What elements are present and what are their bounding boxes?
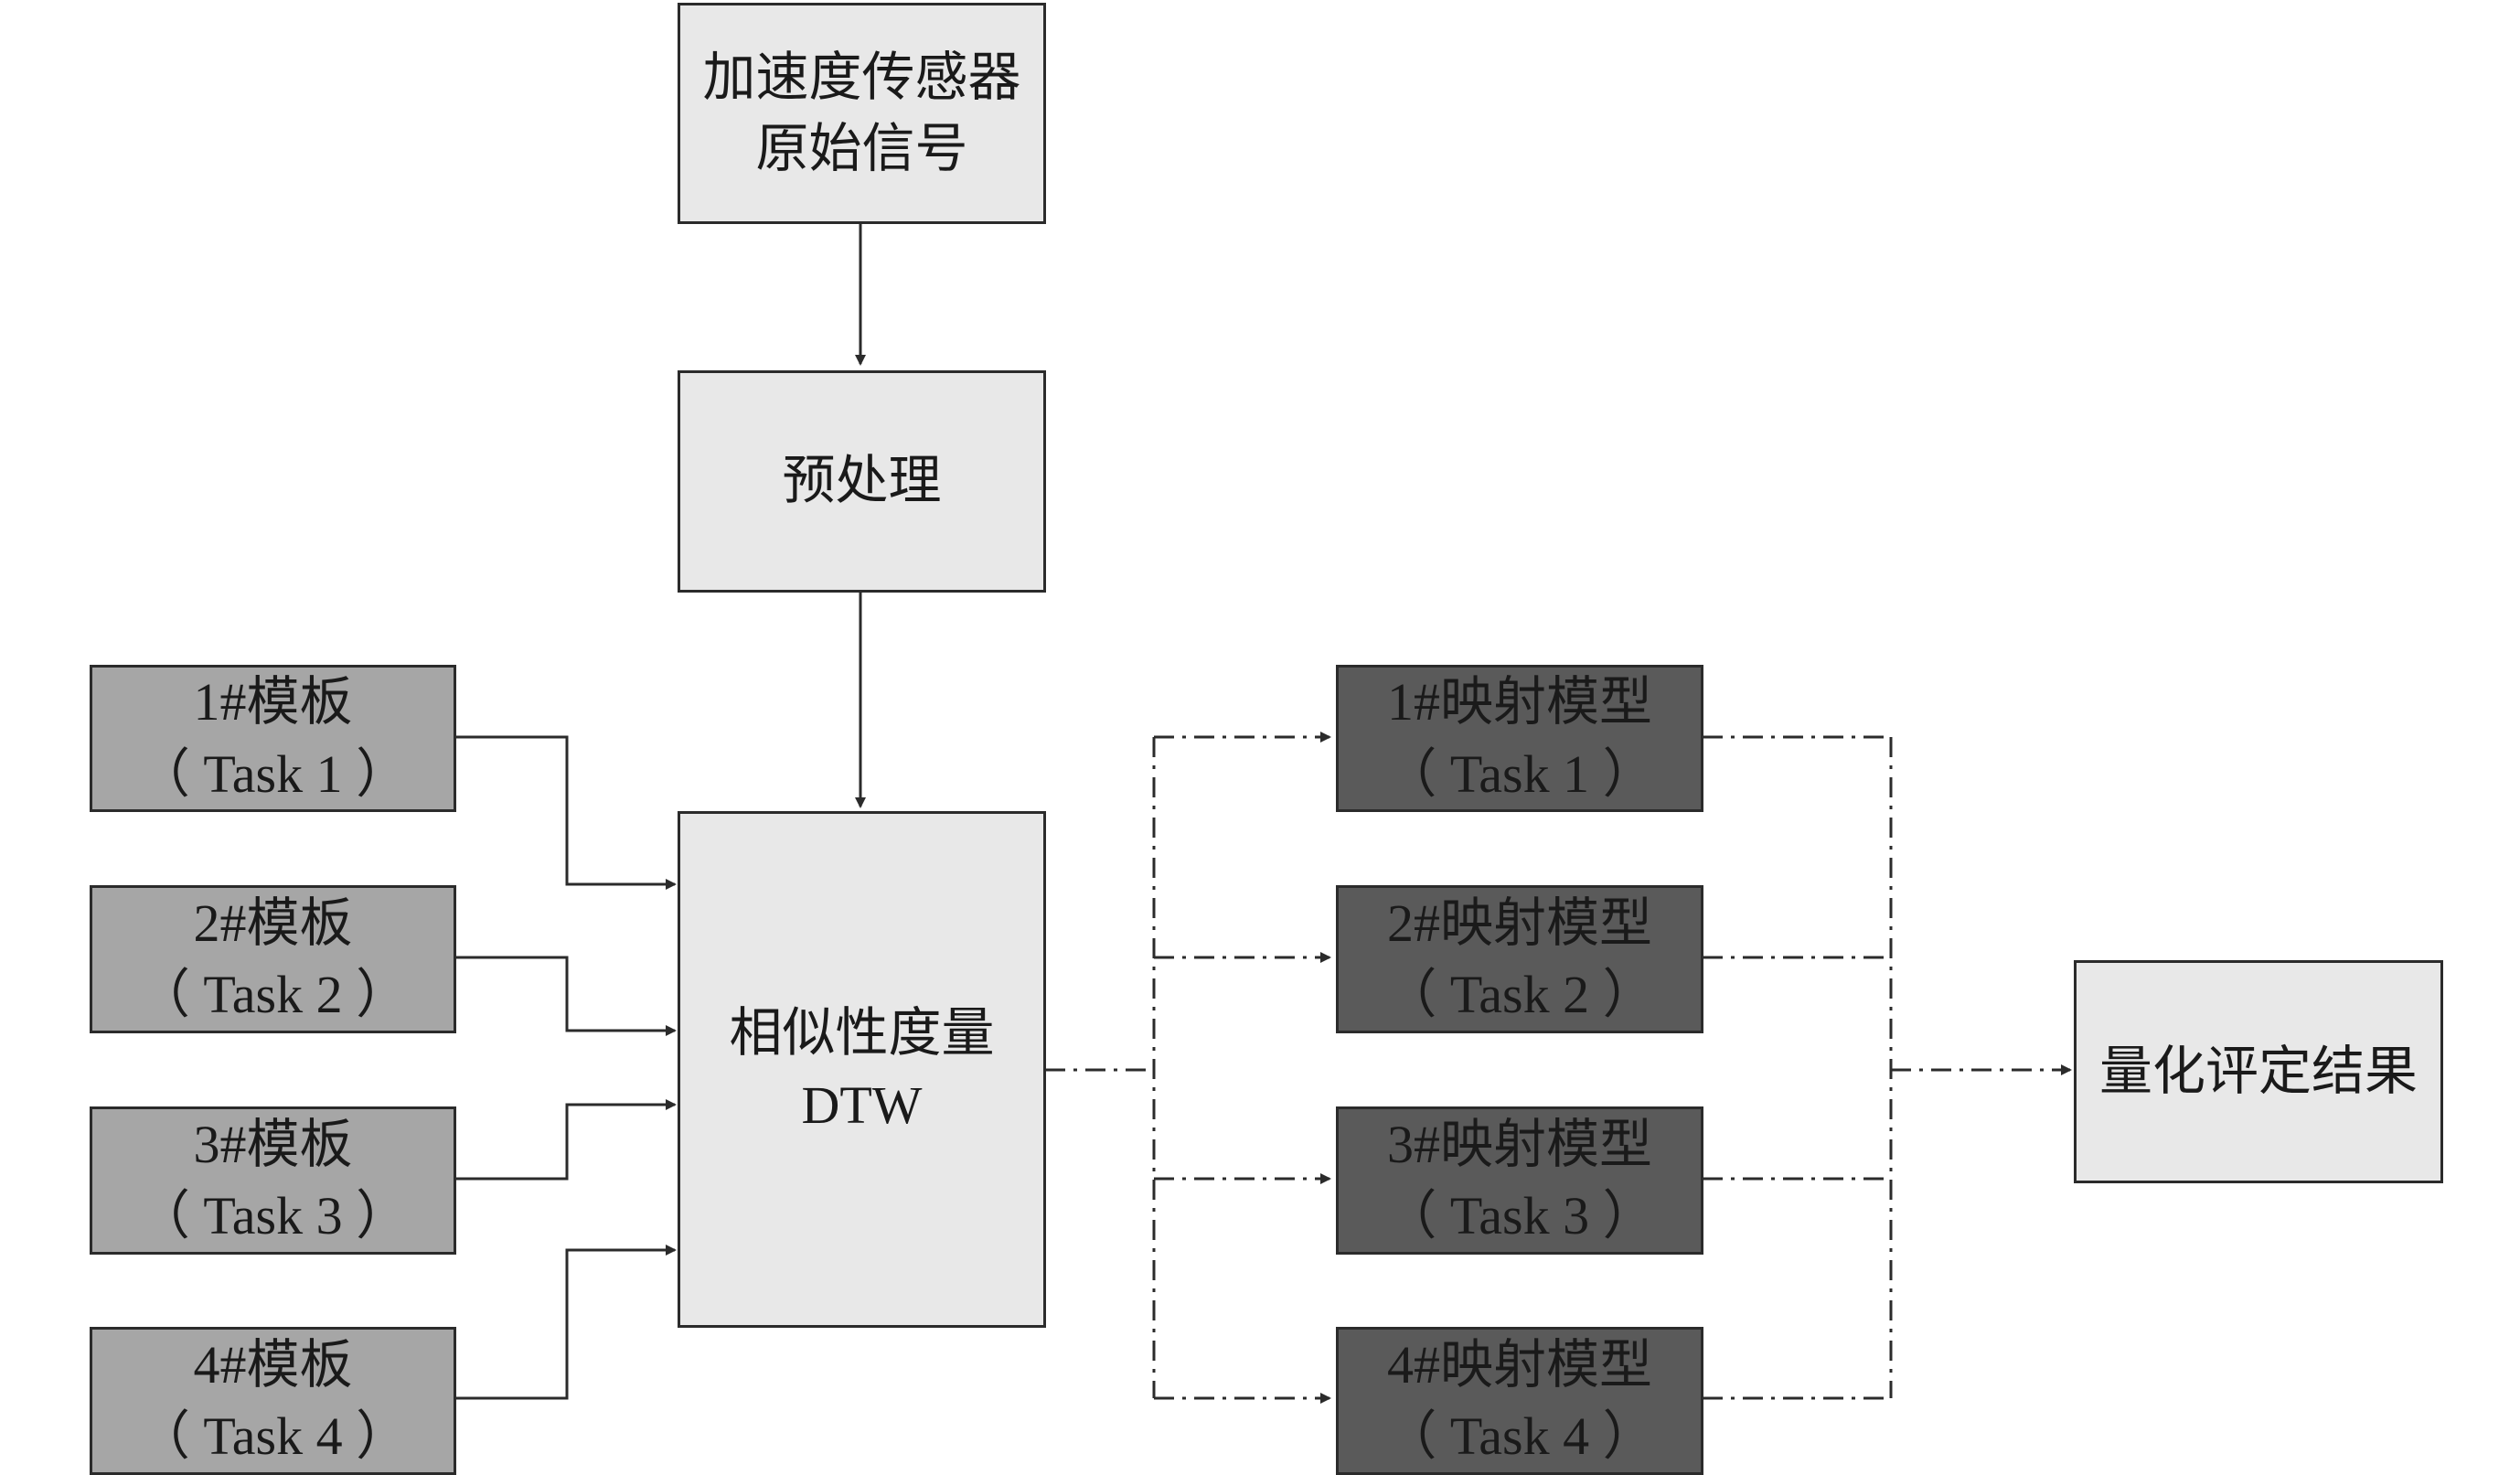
mapping-box-3: 3#映射模型 （ Task 3 ） xyxy=(1336,1106,1703,1255)
source-signal-line2: 原始信号 xyxy=(755,119,968,178)
mapping-2-title: 2#映射模型 xyxy=(1386,892,1652,953)
mapping-box-2: 2#映射模型 （ Task 2 ） xyxy=(1336,885,1703,1033)
template-2-title: 2#模板 xyxy=(193,892,353,953)
mapping-box-1: 1#映射模型 （ Task 1 ） xyxy=(1336,665,1703,812)
mapping-2-task: （ Task 2 ） xyxy=(1383,965,1656,1024)
mapping-1-task: （ Task 1 ） xyxy=(1383,743,1656,804)
mapping-4-task: （ Task 4 ） xyxy=(1383,1406,1656,1466)
similarity-line1: 相似性度量 xyxy=(729,1003,995,1063)
preprocess-label: 预处理 xyxy=(782,451,942,511)
template-1-title: 1#模板 xyxy=(193,672,353,732)
preprocess-box: 预处理 xyxy=(678,370,1046,593)
arrow-template-3 xyxy=(455,1099,677,1181)
template-4-task: （ Task 4 ） xyxy=(136,1406,410,1466)
template-4-title: 4#模板 xyxy=(193,1334,353,1395)
similarity-line2: DTW xyxy=(801,1074,923,1135)
template-3-task: （ Task 3 ） xyxy=(136,1186,410,1245)
arrow-template-2 xyxy=(455,956,677,1036)
arrow-template-4 xyxy=(455,1245,677,1400)
mapping-3-task: （ Task 3 ） xyxy=(1383,1186,1656,1245)
template-box-4: 4#模板 （ Task 4 ） xyxy=(90,1327,456,1475)
template-box-3: 3#模板 （ Task 3 ） xyxy=(90,1106,456,1255)
arrow-template-1 xyxy=(455,735,677,890)
template-1-task: （ Task 1 ） xyxy=(136,743,410,804)
mapping-4-title: 4#映射模型 xyxy=(1386,1334,1652,1395)
result-box: 量化评定结果 xyxy=(2074,960,2443,1183)
mapping-3-title: 3#映射模型 xyxy=(1386,1114,1652,1174)
template-2-task: （ Task 2 ） xyxy=(136,965,410,1024)
source-signal-box: 加速度传感器 原始信号 xyxy=(678,3,1046,224)
mapping-1-title: 1#映射模型 xyxy=(1386,672,1652,732)
similarity-box: 相似性度量 DTW xyxy=(678,811,1046,1328)
mapping-box-4: 4#映射模型 （ Task 4 ） xyxy=(1336,1327,1703,1475)
template-3-title: 3#模板 xyxy=(193,1114,353,1174)
result-label: 量化评定结果 xyxy=(2098,1041,2418,1101)
template-box-1: 1#模板 （ Task 1 ） xyxy=(90,665,456,812)
template-box-2: 2#模板 （ Task 2 ） xyxy=(90,885,456,1033)
source-signal-line1: 加速度传感器 xyxy=(702,47,1021,107)
